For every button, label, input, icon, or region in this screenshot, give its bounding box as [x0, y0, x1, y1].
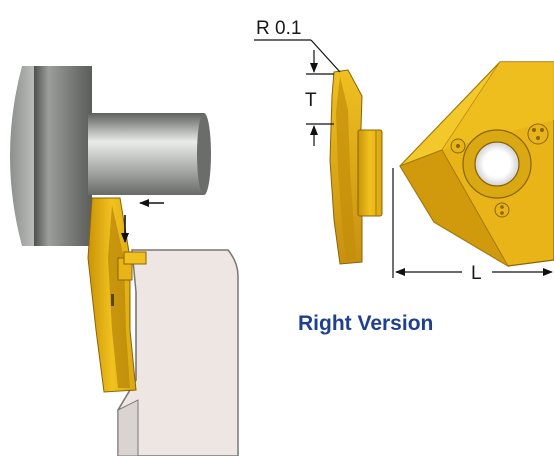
- dimple-right: [527, 123, 549, 145]
- face-insert-top-facet: [442, 62, 554, 150]
- length-dimension: L: [392, 168, 553, 284]
- dimple-bottom-b: [500, 211, 504, 215]
- holder-lower-face: [117, 399, 139, 456]
- shaft-end: [197, 113, 211, 195]
- thickness-label: T: [305, 90, 317, 111]
- radius-leader: [310, 39, 341, 73]
- left-insert-slot: [111, 294, 114, 306]
- radius-callout: R 0.1: [254, 18, 341, 73]
- side-insert-shading: [336, 76, 356, 262]
- side-view-insert: [329, 69, 383, 265]
- left-insert-shadow: [108, 205, 130, 388]
- face-view-insert: [399, 61, 554, 268]
- left-insert: [87, 197, 147, 393]
- dimple-left-inner: [456, 144, 460, 148]
- thickness-dimension: T: [305, 50, 334, 146]
- dimple-right-c: [536, 136, 540, 140]
- face-insert-bottom-facet: [399, 149, 510, 268]
- flange-face: [10, 66, 40, 246]
- version-caption: Right Version: [298, 312, 433, 335]
- tool-holder: [117, 249, 239, 456]
- flange-body: [34, 66, 92, 246]
- left-insert-screw: [123, 251, 147, 265]
- holder-pocket-edge: [117, 292, 137, 411]
- dimple-bottom: [494, 202, 510, 218]
- shaft: [88, 113, 204, 195]
- side-insert-block: [357, 129, 383, 217]
- dimple-right-a: [532, 128, 536, 132]
- center-hole: [474, 141, 520, 187]
- workpiece: [10, 66, 211, 246]
- radius-label: R 0.1: [256, 18, 301, 39]
- dimple-bottom-a: [500, 205, 504, 209]
- dimple-right-b: [540, 128, 544, 132]
- length-label: L: [471, 263, 482, 284]
